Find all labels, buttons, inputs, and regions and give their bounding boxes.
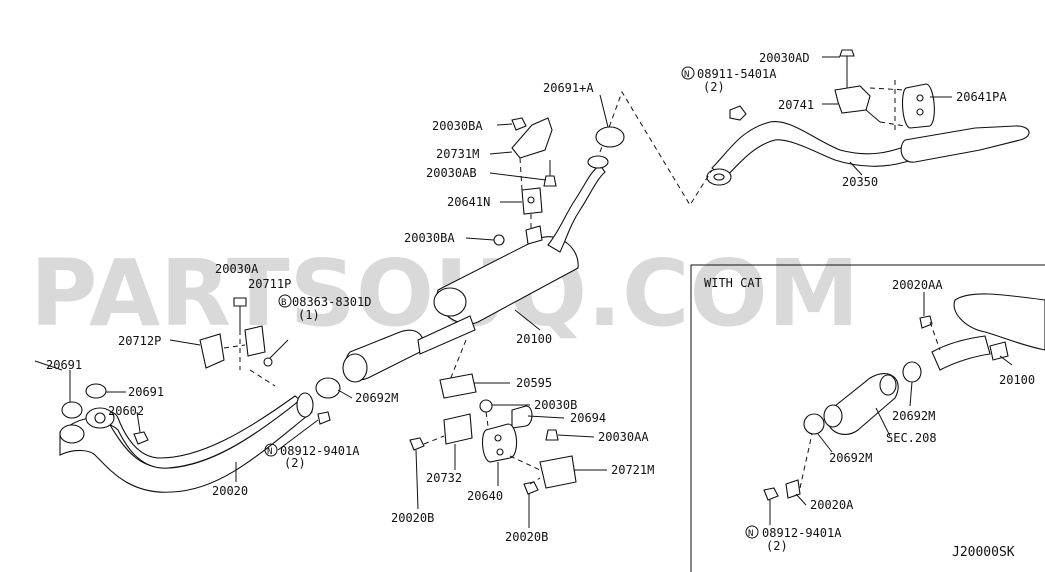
gasket-20691-right[interactable] xyxy=(85,383,107,399)
inset-gasket-20692M-lower[interactable] xyxy=(803,413,825,435)
gasket-20691-left[interactable] xyxy=(61,401,83,419)
bracket-20721M[interactable] xyxy=(539,455,577,489)
label-20602: 20602 xyxy=(108,404,144,418)
nut-20020B-left[interactable] xyxy=(409,437,425,451)
label-20641PA: 20641PA xyxy=(956,90,1007,104)
hanger-rubber-20641PA[interactable] xyxy=(901,83,935,129)
label-20020B-right: 20020B xyxy=(505,530,548,544)
label-20641N: 20641N xyxy=(447,195,490,209)
label-20741: 20741 xyxy=(778,98,814,112)
bracket-20595[interactable] xyxy=(439,373,477,399)
bolt-08363-8301D[interactable] xyxy=(263,339,289,367)
gasket-20692M[interactable] xyxy=(315,377,341,399)
label-20732: 20732 xyxy=(426,471,462,485)
label-20030BA-mid: 20030BA xyxy=(404,231,455,245)
rear-muffler-20350[interactable] xyxy=(706,121,1030,186)
label-20030A: 20030A xyxy=(215,262,259,276)
nut-mark-glyph: N xyxy=(684,70,689,80)
front-exhaust-pipe-20020[interactable] xyxy=(59,392,314,493)
label-08363-qty: (1) xyxy=(298,308,320,322)
nut-mark-glyph: N xyxy=(748,529,753,539)
label-08912-9401A: 08912-9401A xyxy=(280,444,360,458)
inset-stud-20020A[interactable] xyxy=(785,479,801,499)
label-20731M: 20731M xyxy=(436,147,479,161)
nut-08911-5401A[interactable] xyxy=(729,105,747,121)
label-20030AA: 20030AA xyxy=(598,430,649,444)
nut-mark-icon xyxy=(745,525,759,539)
inset-center-muffler-20100[interactable] xyxy=(931,293,1045,371)
label-20100: 20100 xyxy=(516,332,552,346)
label-20691-right: 20691 xyxy=(128,385,164,399)
inset-label-20020AA: 20020AA xyxy=(892,278,943,292)
hanger-rubber-20641N[interactable] xyxy=(521,187,543,215)
label-20711P: 20711P xyxy=(248,277,291,291)
bracket-20711P[interactable] xyxy=(244,325,266,357)
inset-bolt-20020AA[interactable] xyxy=(919,315,933,329)
nut-20020B-right[interactable] xyxy=(523,481,539,495)
label-08911-5401A: 08911-5401A xyxy=(697,67,777,81)
label-20640: 20640 xyxy=(467,489,503,503)
center-muffler-20100[interactable] xyxy=(342,155,609,383)
label-20691-left: 20691 xyxy=(46,358,82,372)
bolt-mark-glyph: B xyxy=(281,298,286,308)
label-20020B-left: 20020B xyxy=(391,511,434,525)
bracket-clip-mid[interactable] xyxy=(525,225,543,245)
label-20030AD: 20030AD xyxy=(759,51,810,65)
bracket-20741[interactable] xyxy=(834,85,881,123)
label-08912-qty: (2) xyxy=(284,456,306,470)
nut-20030B[interactable] xyxy=(479,399,493,413)
bracket-20732[interactable] xyxy=(443,413,473,445)
bolt-20030AB[interactable] xyxy=(543,160,557,187)
label-20694: 20694 xyxy=(570,411,606,425)
inset-gasket-20692M-upper[interactable] xyxy=(902,361,922,383)
bracket-20712P[interactable] xyxy=(199,333,225,369)
label-20030BA-top: 20030BA xyxy=(432,119,483,133)
hanger-rubber-20640[interactable] xyxy=(481,423,518,463)
inset-title: WITH CAT xyxy=(704,276,762,290)
label-20595: 20595 xyxy=(516,376,552,390)
nut-20602[interactable] xyxy=(133,431,149,445)
bolt-20030A[interactable] xyxy=(233,297,247,330)
inset-label-08912-qty: (2) xyxy=(766,539,788,553)
label-20721M: 20721M xyxy=(611,463,654,477)
label-20350: 20350 xyxy=(842,175,878,189)
nut-mark-glyph: N xyxy=(267,447,272,457)
inset-label-20020A: 20020A xyxy=(810,498,854,512)
label-08911-qty: (2) xyxy=(703,80,725,94)
label-20712P: 20712P xyxy=(118,334,161,348)
nut-mark-icon xyxy=(264,443,278,457)
gasket-20691A[interactable] xyxy=(595,126,625,148)
bolt-mark-icon xyxy=(278,294,292,308)
insulator-20694[interactable] xyxy=(511,405,533,429)
label-20020: 20020 xyxy=(212,484,248,498)
inset-nut-08912-9401A[interactable] xyxy=(763,487,779,501)
label-20692M: 20692M xyxy=(355,391,398,405)
nut-20030BA-top[interactable] xyxy=(511,117,527,131)
nut-08912-9401A[interactable] xyxy=(317,411,331,425)
bolt-20030AA[interactable] xyxy=(545,429,559,441)
label-20691A: 20691+A xyxy=(543,81,594,95)
inset-label-20100: 20100 xyxy=(999,373,1035,387)
catalytic-converter[interactable] xyxy=(823,373,899,435)
label-20030AB: 20030AB xyxy=(426,166,477,180)
nut-mark-icon xyxy=(681,66,695,80)
inset-label-20692M-upper: 20692M xyxy=(892,409,935,423)
inset-label-20692M-lower: 20692M xyxy=(829,451,872,465)
label-08363-8301D: 08363-8301D xyxy=(292,295,371,309)
inset-label-SEC208: SEC.208 xyxy=(886,431,937,445)
inset-with-cat: WITH CAT xyxy=(690,264,1045,572)
diagram-code: J20000SK xyxy=(952,545,1015,560)
inset-label-08912-9401A: 08912-9401A xyxy=(762,526,842,540)
label-20030B: 20030B xyxy=(534,398,577,412)
nut-20030BA-mid[interactable] xyxy=(493,234,505,246)
